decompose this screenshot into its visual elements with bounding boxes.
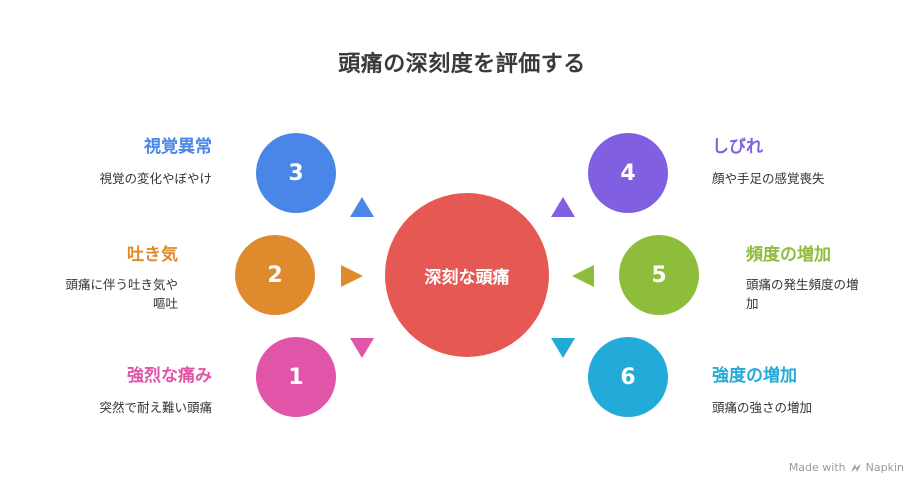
center-circle: 深刻な頭痛 — [385, 193, 549, 357]
footer-text: Made with — [788, 461, 846, 474]
item-4-number: 4 — [620, 160, 636, 186]
item-3-desc: 視覚の変化やぼやけ — [99, 171, 212, 186]
item-2-circle: 2 — [235, 235, 315, 315]
item-2-number: 2 — [267, 262, 283, 288]
arrow-3-icon — [350, 197, 374, 217]
item-3-number: 3 — [288, 160, 304, 186]
arrow-6-icon — [551, 338, 575, 358]
item-6-heading: 強度の増加 — [712, 366, 797, 386]
footer: Made with Napkin — [789, 461, 904, 474]
item-6-number: 6 — [620, 364, 636, 390]
item-3-heading: 視覚異常 — [144, 137, 212, 157]
center-label: 深刻な頭痛 — [424, 267, 510, 288]
item-5-desc: 頭痛の発生頻度の増 加 — [746, 277, 859, 311]
item-1-heading: 強烈な痛み — [127, 366, 212, 386]
footer-brand: Napkin — [865, 461, 904, 474]
arrow-1-icon — [350, 338, 374, 358]
item-1-desc: 突然で耐え難い頭痛 — [99, 400, 212, 415]
item-6-desc: 頭痛の強さの増加 — [712, 400, 813, 415]
arrow-4-icon — [551, 197, 575, 217]
item-3-circle: 3 — [256, 133, 336, 213]
item-5-heading: 頻度の増加 — [746, 245, 831, 265]
item-5-number: 5 — [651, 262, 667, 288]
napkin-logo-icon — [850, 463, 861, 472]
arrow-5-icon — [572, 265, 594, 287]
item-4-heading: しびれ — [712, 137, 763, 157]
item-6-circle: 6 — [588, 337, 668, 417]
diagram-title: 頭痛の深刻度を評価する — [338, 52, 586, 77]
item-4-circle: 4 — [588, 133, 668, 213]
item-1-circle: 1 — [256, 337, 336, 417]
item-2-desc: 頭痛に伴う吐き気や 嘔吐 — [65, 277, 178, 311]
item-2-heading: 吐き気 — [127, 245, 178, 265]
item-1-number: 1 — [288, 364, 304, 390]
arrow-2-icon — [341, 265, 363, 287]
item-5-circle: 5 — [619, 235, 699, 315]
item-4-desc: 顔や手足の感覚喪失 — [712, 171, 825, 186]
